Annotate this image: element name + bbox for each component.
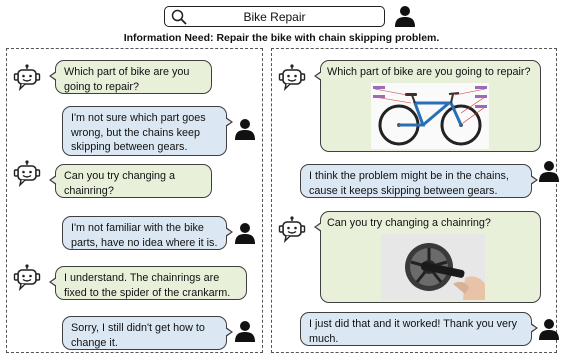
robot-icon <box>13 160 41 188</box>
chainring-photo <box>381 234 485 300</box>
information-need-title: Information Need: Repair the bike with c… <box>123 32 440 44</box>
bicycle-parts-diagram <box>371 83 489 149</box>
right-bot-message-1: Which part of bike are you going to repa… <box>314 60 541 152</box>
user-avatar-icon <box>394 5 416 27</box>
right-dialog-panel <box>271 48 557 353</box>
right-user-message-1: I think the problem might be in the chai… <box>300 164 538 198</box>
robot-icon <box>13 264 41 292</box>
left-dialog-panel <box>6 48 263 353</box>
person-icon <box>538 318 560 340</box>
right-user-message-2: I just did that and it worked! Thank you… <box>300 312 538 346</box>
robot-icon <box>13 64 41 92</box>
robot-icon <box>278 64 306 92</box>
left-user-message-2: I'm not familiar with the bike parts, ha… <box>62 216 233 250</box>
right-bot-message-1-text: Which part of bike are you going to repa… <box>327 66 531 78</box>
search-bar[interactable]: Bike Repair <box>164 6 385 27</box>
person-icon <box>234 118 256 140</box>
search-icon <box>171 9 187 25</box>
left-user-message-3: Sorry, I still didn't get how to change … <box>62 316 233 350</box>
person-icon <box>234 222 256 244</box>
robot-icon <box>278 216 306 244</box>
right-bot-message-2: Can you try changing a chainring? <box>314 211 541 303</box>
left-bot-message-3: I understand. The chainrings are fixed t… <box>49 266 247 300</box>
left-user-message-1: I'm not sure which part goes wrong, but … <box>62 106 233 156</box>
right-bot-message-2-text: Can you try changing a chainring? <box>327 217 491 229</box>
person-icon <box>538 160 560 182</box>
search-query: Bike Repair <box>243 9 306 24</box>
person-icon <box>234 320 256 342</box>
left-bot-message-1: Which part of bike are you going to repa… <box>49 60 212 94</box>
left-bot-message-2: Can you try changing a chainring? <box>49 164 212 198</box>
